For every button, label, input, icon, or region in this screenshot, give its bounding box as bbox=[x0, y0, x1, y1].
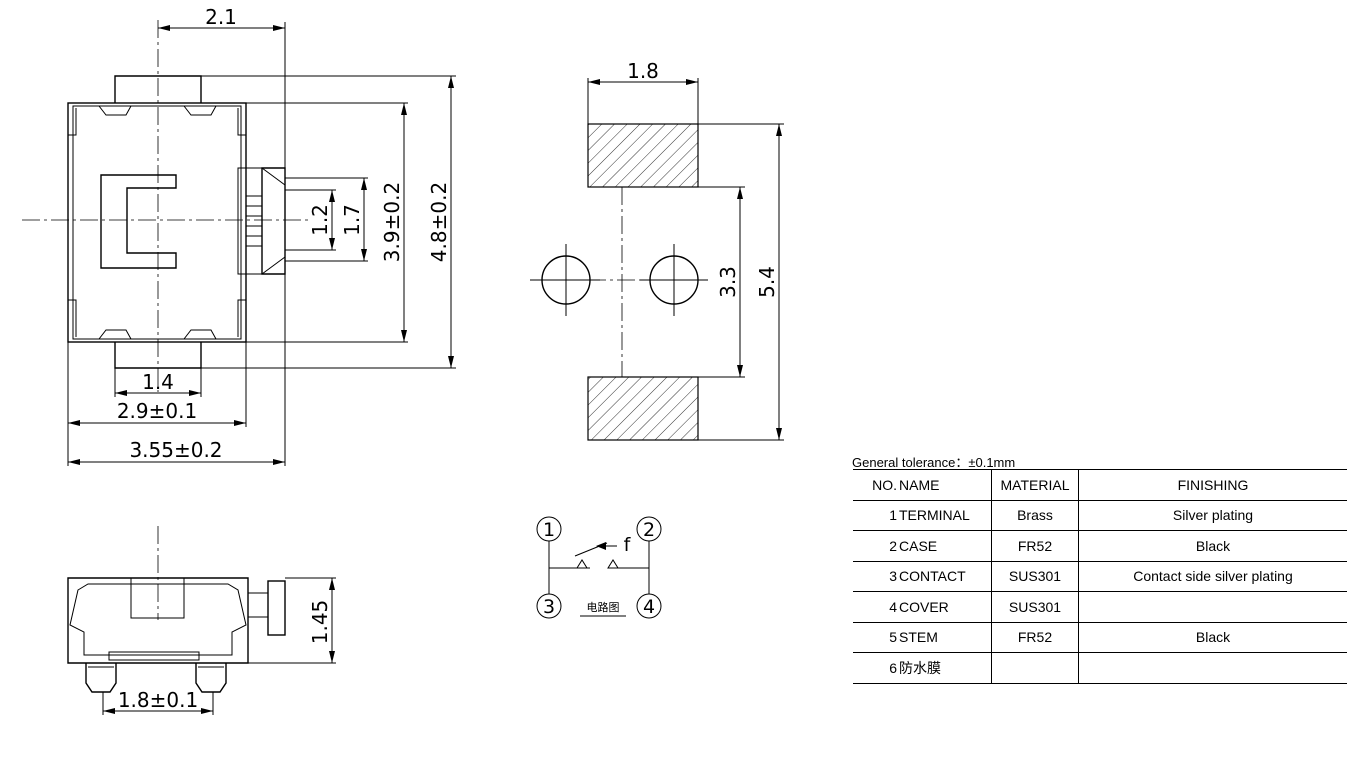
cell-name: STEM bbox=[899, 621, 992, 653]
cell-no: 4 bbox=[853, 591, 899, 623]
table-row: 1 TERMINAL Brass Silver plating bbox=[853, 499, 1347, 531]
table-row: 2 CASE FR52 Black bbox=[853, 530, 1347, 562]
circuit-diagram: 1 2 3 4 f 电路图 bbox=[536, 516, 662, 619]
cell-no: 2 bbox=[853, 530, 899, 562]
cell-name: CONTACT bbox=[899, 560, 992, 592]
top-view: 2.1 1.2 1.7 3.9±0.2 4.8±0.2 bbox=[22, 5, 456, 466]
dim-4-8: 4.8±0.2 bbox=[427, 182, 451, 262]
cell-no: 6 bbox=[853, 652, 899, 684]
dim-3-3: 3.3 bbox=[716, 266, 740, 298]
cell-finishing: Black bbox=[1078, 621, 1347, 653]
dim-1-8-side: 1.8±0.1 bbox=[118, 688, 198, 712]
dim-1-7: 1.7 bbox=[340, 204, 364, 236]
cell-name: TERMINAL bbox=[899, 499, 992, 531]
header-material: MATERIAL bbox=[991, 469, 1079, 501]
cell-material: SUS301 bbox=[991, 560, 1079, 592]
table-header-row: NO. NAME MATERIAL FINISHING bbox=[853, 469, 1347, 501]
pin-3-label: 3 bbox=[543, 596, 555, 618]
top-tab bbox=[114, 75, 202, 103]
cell-material: FR52 bbox=[991, 530, 1079, 562]
dim-3-9: 3.9±0.2 bbox=[380, 182, 404, 262]
cell-finishing: Contact side silver plating bbox=[1078, 560, 1347, 592]
dim-2-9: 2.9±0.1 bbox=[117, 399, 197, 423]
table-row: 6 防水膜 bbox=[853, 652, 1347, 684]
cell-finishing: Black bbox=[1078, 530, 1347, 562]
force-label: f bbox=[624, 534, 632, 556]
header-no: NO. bbox=[853, 469, 899, 501]
bill-of-materials-table: NO. NAME MATERIAL FINISHING 1 TERMINAL B… bbox=[853, 469, 1347, 684]
cell-material: FR52 bbox=[991, 621, 1079, 653]
cell-name: CASE bbox=[899, 530, 992, 562]
table-row: 5 STEM FR52 Black bbox=[853, 621, 1347, 653]
pad-layout-view: 1.8 3.3 5.4 bbox=[530, 59, 784, 441]
pin-1-label: 1 bbox=[543, 519, 555, 541]
cell-no: 5 bbox=[853, 621, 899, 653]
cell-material bbox=[991, 652, 1079, 684]
pin-4-label: 4 bbox=[643, 596, 655, 618]
circuit-caption: 电路图 bbox=[587, 601, 620, 614]
cell-material: SUS301 bbox=[991, 591, 1079, 623]
dim-1-45: 1.45 bbox=[308, 600, 332, 645]
table-row: 3 CONTACT SUS301 Contact side silver pla… bbox=[853, 560, 1347, 592]
cell-no: 3 bbox=[853, 560, 899, 592]
dim-1-4: 1.4 bbox=[142, 370, 174, 394]
dim-5-4: 5.4 bbox=[755, 266, 779, 298]
cell-material: Brass bbox=[991, 499, 1079, 531]
header-name: NAME bbox=[899, 469, 992, 501]
dim-3-55: 3.55±0.2 bbox=[129, 438, 222, 462]
table-row: 4 COVER SUS301 bbox=[853, 591, 1347, 623]
dim-2-1: 2.1 bbox=[205, 5, 237, 29]
top-view-body bbox=[67, 102, 247, 343]
c-shaped-terminal bbox=[100, 174, 177, 269]
header-finishing: FINISHING bbox=[1078, 469, 1347, 501]
dim-1-8-pad: 1.8 bbox=[627, 59, 659, 83]
cell-name: 防水膜 bbox=[899, 652, 992, 684]
cell-no: 1 bbox=[853, 499, 899, 531]
pad-bottom bbox=[587, 376, 699, 441]
side-view: 1.45 1.8±0.1 bbox=[67, 526, 336, 715]
cell-name: COVER bbox=[899, 591, 992, 623]
cell-finishing: Silver plating bbox=[1078, 499, 1347, 531]
dim-1-2: 1.2 bbox=[308, 204, 332, 236]
general-tolerance-note: General tolerance：±0.1mm bbox=[852, 455, 1016, 470]
cell-finishing bbox=[1078, 652, 1347, 684]
pad-top bbox=[587, 123, 699, 188]
pin-2-label: 2 bbox=[643, 519, 655, 541]
cell-finishing bbox=[1078, 591, 1347, 623]
